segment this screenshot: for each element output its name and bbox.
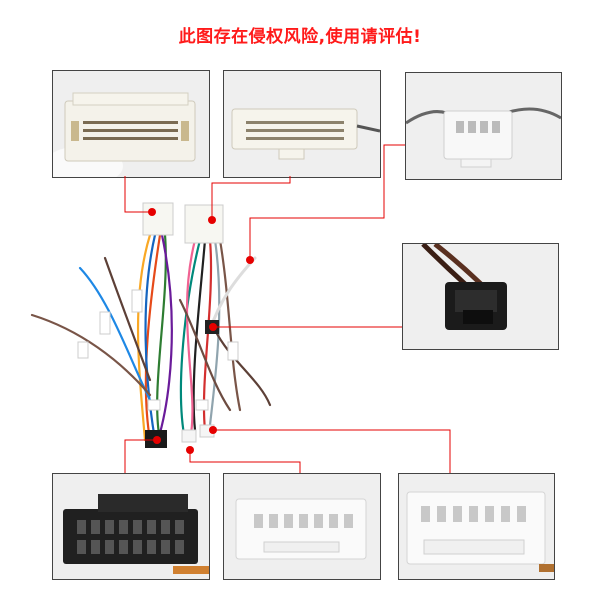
connector-black-small-icon (403, 244, 558, 349)
photo-radio-connector (52, 70, 210, 178)
photo-white-16pin-connector-b (398, 473, 555, 580)
connector-white-small-icon (406, 73, 561, 179)
photo-white-16pin-connector-a (223, 473, 381, 580)
connector-white-large-icon (184, 204, 224, 244)
connector-white-large-icon (142, 202, 174, 236)
connector-white-16pin-icon (399, 474, 554, 579)
photo-black-small-connector (402, 243, 559, 350)
connector-black-16pin-icon (53, 474, 209, 579)
photo-car-connector (223, 70, 381, 178)
warning-title: 此图存在侵权风险,使用请评估! (178, 27, 422, 47)
connector-black-16pin-icon (145, 430, 167, 448)
harness-wires (30, 233, 272, 442)
photo-iso-16pin-connector (52, 473, 210, 580)
callout-dots (148, 208, 254, 454)
connector-white-large-icon (53, 71, 209, 177)
connector-white-16pin-icon (224, 474, 380, 579)
connector-black-small-icon (205, 320, 219, 334)
photo-white-small-connector (405, 72, 562, 180)
connector-white-large-icon (224, 71, 380, 177)
